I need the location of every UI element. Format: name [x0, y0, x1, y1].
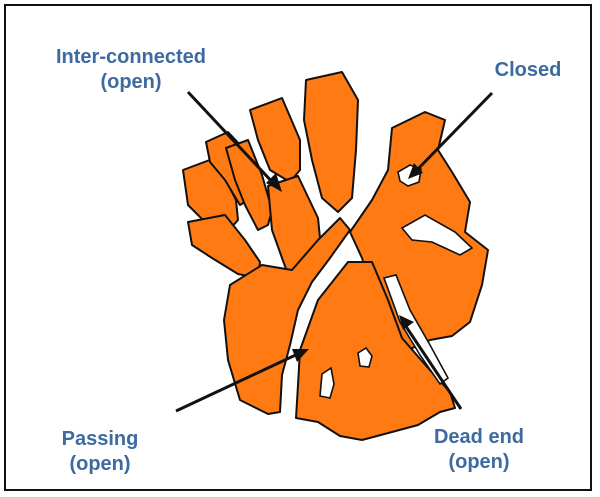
label-closed: Closed: [478, 58, 578, 83]
label-interconnected-line2: (open): [36, 70, 226, 95]
label-passing-line2: (open): [40, 452, 160, 477]
label-passing: Passing (open): [40, 427, 160, 477]
label-dead-end-line1: Dead end: [414, 425, 544, 450]
rock-fragment-column-d: [304, 72, 358, 212]
label-dead-end-line2: (open): [414, 450, 544, 475]
label-interconnected: Inter-connected (open): [36, 45, 226, 95]
label-closed-line1: Closed: [478, 58, 578, 83]
label-interconnected-line1: Inter-connected: [36, 45, 226, 70]
label-passing-line1: Passing: [40, 427, 160, 452]
label-dead-end: Dead end (open): [414, 425, 544, 475]
rock-fragment-left-middle: [188, 215, 260, 278]
